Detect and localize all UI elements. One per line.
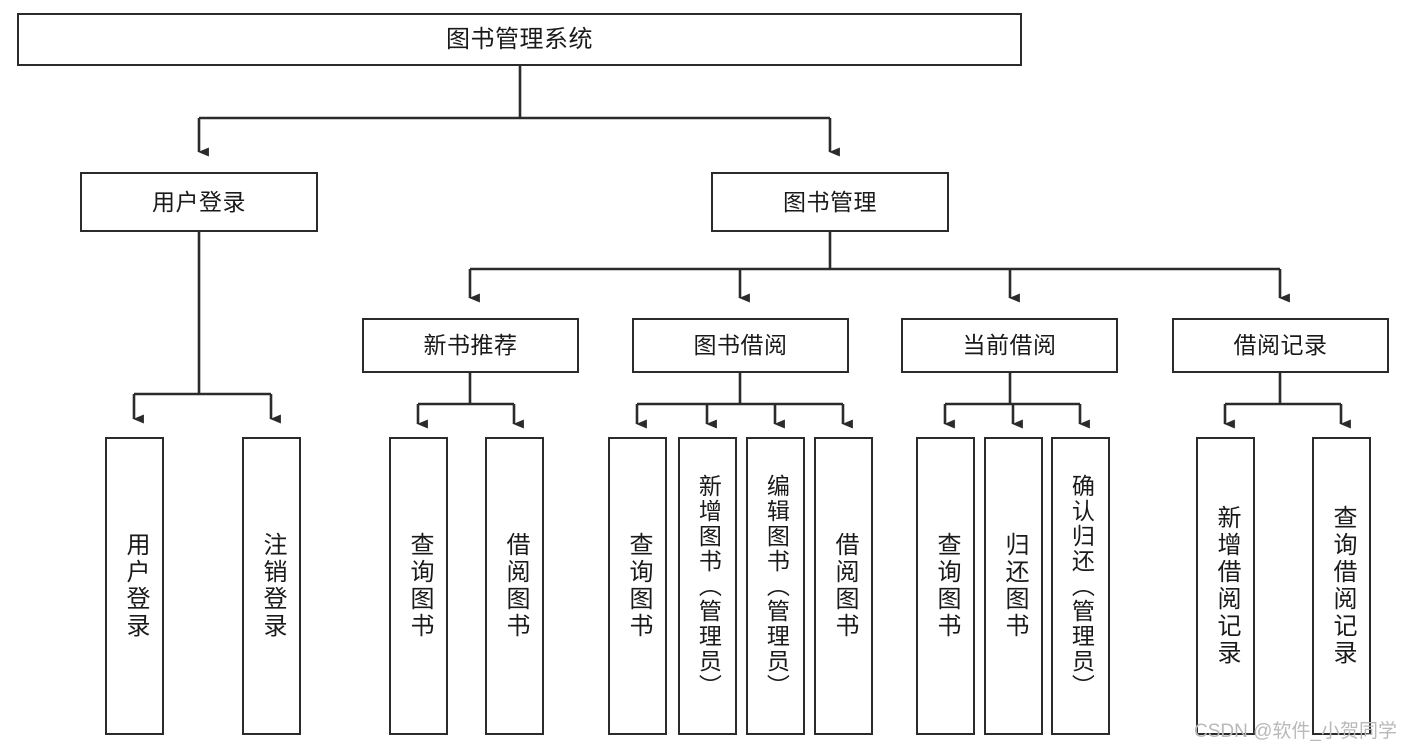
node-new-book-recommend[interactable]: 新书推荐 (362, 318, 579, 373)
node-root-book-management-system[interactable]: 图书管理系统 (17, 13, 1022, 66)
node-label: 查询图书 (624, 532, 652, 640)
node-label: 图书管理系统 (446, 25, 593, 53)
node-label: 借阅图书 (501, 532, 529, 640)
node-label: 借阅记录 (1233, 332, 1328, 359)
node-label: 图书管理 (783, 188, 877, 215)
node-label: 用户登录 (121, 532, 149, 640)
node-label: 新书推荐 (423, 332, 518, 359)
node-leaf-user-login[interactable]: 用户登录 (105, 437, 164, 735)
node-leaf-query-book-current[interactable]: 查询图书 (916, 437, 975, 735)
node-leaf-edit-book-admin[interactable]: 编辑图书（管理员） (746, 437, 805, 735)
node-label: 注销登录 (258, 532, 286, 640)
node-borrow-record[interactable]: 借阅记录 (1172, 318, 1389, 373)
node-label: 新增图书（管理员） (695, 473, 722, 699)
node-leaf-query-book-recommend[interactable]: 查询图书 (389, 437, 448, 735)
node-label: 查询借阅记录 (1328, 505, 1356, 667)
node-leaf-add-book-admin[interactable]: 新增图书（管理员） (678, 437, 737, 735)
node-leaf-borrow-book-recommend[interactable]: 借阅图书 (485, 437, 544, 735)
node-leaf-logout-login[interactable]: 注销登录 (242, 437, 301, 735)
node-label: 归还图书 (1000, 532, 1028, 640)
node-label: 图书借阅 (693, 332, 788, 359)
node-book-management[interactable]: 图书管理 (711, 172, 949, 232)
node-label: 查询图书 (932, 532, 960, 640)
node-user-login[interactable]: 用户登录 (80, 172, 318, 232)
node-label: 当前借阅 (962, 332, 1057, 359)
watermark-text: CSDN @软件_小贺同学 (1194, 721, 1397, 742)
node-leaf-query-borrow-record[interactable]: 查询借阅记录 (1312, 437, 1371, 735)
node-label: 借阅图书 (830, 532, 858, 640)
node-label: 用户登录 (152, 188, 246, 215)
node-label: 编辑图书（管理员） (763, 473, 790, 699)
node-label: 确认归还（管理员） (1068, 473, 1095, 699)
node-label: 查询图书 (405, 532, 433, 640)
node-leaf-borrow-book[interactable]: 借阅图书 (814, 437, 873, 735)
node-leaf-add-borrow-record[interactable]: 新增借阅记录 (1196, 437, 1255, 735)
node-label: 新增借阅记录 (1212, 505, 1240, 667)
node-current-borrow[interactable]: 当前借阅 (901, 318, 1118, 373)
node-leaf-return-book[interactable]: 归还图书 (984, 437, 1043, 735)
node-leaf-query-book-borrow[interactable]: 查询图书 (608, 437, 667, 735)
node-leaf-confirm-return-admin[interactable]: 确认归还（管理员） (1051, 437, 1110, 735)
node-book-borrow[interactable]: 图书借阅 (632, 318, 849, 373)
